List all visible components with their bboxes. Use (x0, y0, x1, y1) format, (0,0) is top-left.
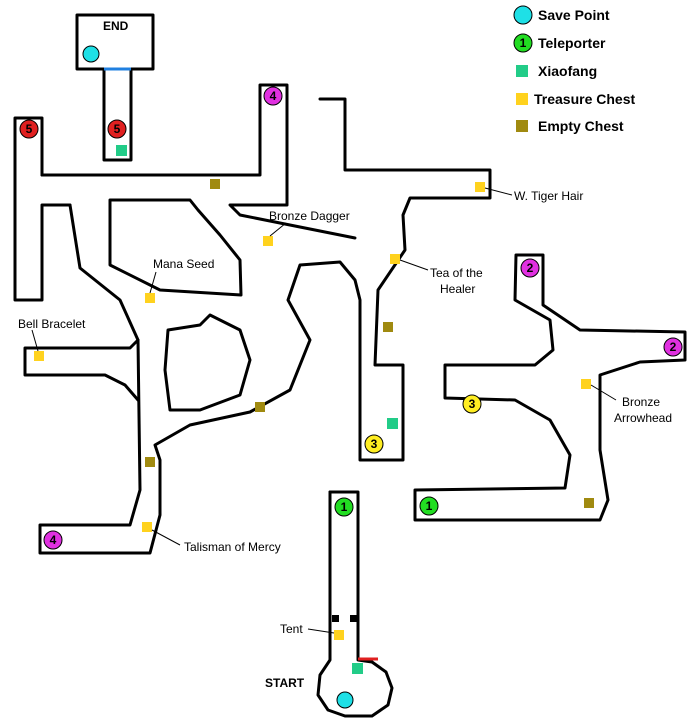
start-gate-right (350, 615, 357, 622)
inner-loop-wall (163, 313, 252, 412)
treasure-chest-icon (581, 379, 591, 389)
start-label: START (265, 676, 305, 690)
svg-text:3: 3 (371, 437, 378, 451)
bronze-arrowhead-label-line1: Bronze (622, 395, 660, 409)
end-corridor (102, 67, 133, 162)
svg-text:1: 1 (426, 499, 433, 513)
chest-tent: Tent (280, 622, 344, 640)
legend-item-teleporter: 1 Teleporter (513, 33, 606, 53)
legend-item-treasure-chest: Treasure Chest (516, 91, 635, 107)
empty-chest-icon (584, 498, 594, 508)
save-point-icon (513, 5, 533, 25)
chest-tea-of-the-healer: Tea of the Healer (390, 254, 483, 296)
start-gate-left (332, 615, 339, 622)
svg-text:1: 1 (341, 500, 348, 514)
legend-label: Teleporter (538, 35, 606, 51)
save-point-icon (336, 691, 354, 709)
xiaofang-icon (352, 663, 363, 674)
treasure-chest-icon (475, 182, 485, 192)
tea-of-the-healer-label-line1: Tea of the (430, 266, 483, 280)
tent-label: Tent (280, 622, 303, 636)
svg-text:2: 2 (670, 340, 677, 354)
mana-seed-label: Mana Seed (153, 257, 214, 271)
treasure-chest-icon (34, 351, 44, 361)
xiaofang-icon (516, 65, 528, 77)
chest-bronze-arrowhead: Bronze Arrowhead (581, 379, 672, 425)
teleporter-icon: 3 (364, 434, 384, 454)
teleporter-icon: 2 (663, 337, 683, 357)
teleporter-icon: 4 (263, 86, 283, 106)
chest-talisman-of-mercy: Talisman of Mercy (142, 522, 281, 554)
teleporter-icon: 1 (334, 497, 354, 517)
xiaofang-icon (387, 418, 398, 429)
tea-of-the-healer-label-line2: Healer (440, 282, 475, 296)
right-area (413, 253, 687, 522)
treasure-chest-icon (145, 293, 155, 303)
w-tiger-hair-label: W. Tiger Hair (514, 189, 583, 203)
treasure-chest-icon (263, 236, 273, 246)
empty-chest-icon (383, 322, 393, 332)
start-corridor: START (265, 490, 394, 718)
svg-text:5: 5 (114, 122, 121, 136)
empty-chest-icon (210, 179, 220, 189)
empty-chest-icon (145, 457, 155, 467)
legend-item-empty-chest: Empty Chest (516, 118, 624, 134)
chest-w-tiger-hair: W. Tiger Hair (475, 182, 583, 203)
legend-label: Empty Chest (538, 118, 624, 134)
left-branch (23, 203, 362, 555)
teleporter-icon: 5 (19, 119, 39, 139)
chest-bell-bracelet: Bell Bracelet (18, 317, 86, 361)
empty-chest-icon (255, 402, 265, 412)
svg-text:4: 4 (270, 89, 277, 103)
treasure-chest-icon (142, 522, 152, 532)
teleporter-icon: 1 (419, 496, 439, 516)
svg-text:3: 3 (469, 397, 476, 411)
end-label: END (103, 19, 129, 33)
svg-text:2: 2 (527, 261, 534, 275)
svg-text:4: 4 (50, 533, 57, 547)
svg-text:5: 5 (26, 122, 33, 136)
treasure-chest-icon (390, 254, 400, 264)
teleporter-icon: 5 (107, 119, 127, 139)
save-point-icon (82, 45, 100, 63)
treasure-chest-icon (516, 93, 528, 105)
teleporter-icon: 3 (462, 394, 482, 414)
legend: Save Point 1 Teleporter Xiaofang Treasur… (513, 5, 635, 134)
bronze-dagger-label: Bronze Dagger (269, 209, 350, 223)
legend-teleporter-number: 1 (520, 36, 527, 50)
top-horizontal-corridor (40, 83, 357, 297)
teleporter-icon: 4 (43, 530, 63, 550)
center-corridor (318, 97, 492, 462)
talisman-of-mercy-label: Talisman of Mercy (184, 540, 281, 554)
bell-bracelet-label: Bell Bracelet (18, 317, 86, 331)
left-vertical-corridor (13, 116, 72, 302)
xiaofang-icon (116, 145, 127, 156)
legend-label: Xiaofang (538, 63, 597, 79)
chest-mana-seed: Mana Seed (145, 257, 214, 303)
legend-label: Treasure Chest (534, 91, 635, 107)
treasure-chest-icon (334, 630, 344, 640)
legend-label: Save Point (538, 7, 610, 23)
empty-chest-icon (516, 120, 528, 132)
legend-item-save-point: Save Point (513, 5, 610, 25)
teleporter-icon: 2 (520, 258, 540, 278)
chest-bronze-dagger: Bronze Dagger (263, 209, 350, 246)
bronze-arrowhead-label-line2: Arrowhead (614, 411, 672, 425)
teleporter-icon (513, 33, 533, 53)
legend-item-xiaofang: Xiaofang (516, 63, 597, 79)
